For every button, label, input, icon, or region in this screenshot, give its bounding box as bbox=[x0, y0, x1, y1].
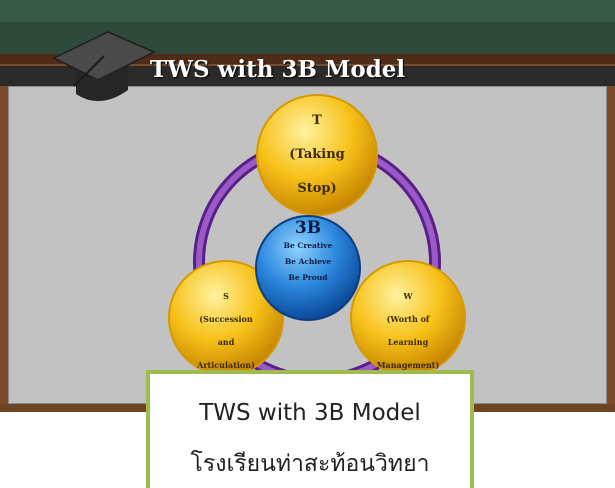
right-node-label: W (Worth of Learning Management) bbox=[362, 285, 454, 377]
board-frame-shadow bbox=[0, 54, 615, 64]
center-node-title: 3B bbox=[294, 218, 322, 238]
cap-base bbox=[76, 66, 128, 102]
top-node-label: T (Taking Stop) bbox=[272, 104, 362, 206]
center-node-label: 3B Be Creative Be Achieve Be Proud bbox=[258, 218, 358, 286]
right-node-line4: Management) bbox=[376, 360, 440, 370]
left-node-line4: Articulation) bbox=[197, 360, 255, 370]
center-node-line3: Be Proud bbox=[288, 273, 328, 282]
top-node-line1: T bbox=[312, 113, 322, 128]
left-node-line2: (Succession bbox=[199, 314, 253, 324]
right-node-line1: W bbox=[403, 291, 413, 301]
center-node-line2: Be Achieve bbox=[284, 257, 332, 266]
caption-school-name: โรงเรียนท่าสะท้อนวิทยา bbox=[190, 451, 430, 477]
chalkboard-top-highlight bbox=[0, 0, 615, 22]
center-node-line1: Be Creative bbox=[283, 241, 333, 250]
graduation-cap-icon bbox=[52, 31, 156, 102]
left-node-line1: S bbox=[223, 291, 229, 301]
title-bar bbox=[0, 66, 615, 86]
caption-title: TWS with 3B Model bbox=[199, 400, 421, 426]
slide-title: TWS with 3B Model bbox=[150, 56, 406, 83]
center-node-circle bbox=[255, 215, 361, 321]
right-node-line2: (Worth of bbox=[386, 314, 430, 324]
left-node-label: S (Succession and Articulation) bbox=[180, 285, 272, 377]
caption-box: TWS with 3B Model โรงเรียนท่าสะท้อนวิทยา bbox=[146, 370, 474, 488]
top-node-line3: Stop) bbox=[297, 181, 337, 196]
top-node-line2: (Taking bbox=[289, 147, 345, 162]
cap-tassel bbox=[73, 55, 105, 87]
left-node-line3: and bbox=[217, 337, 235, 347]
top-node-circle bbox=[256, 94, 378, 216]
right-node-line3: Learning bbox=[387, 337, 429, 347]
